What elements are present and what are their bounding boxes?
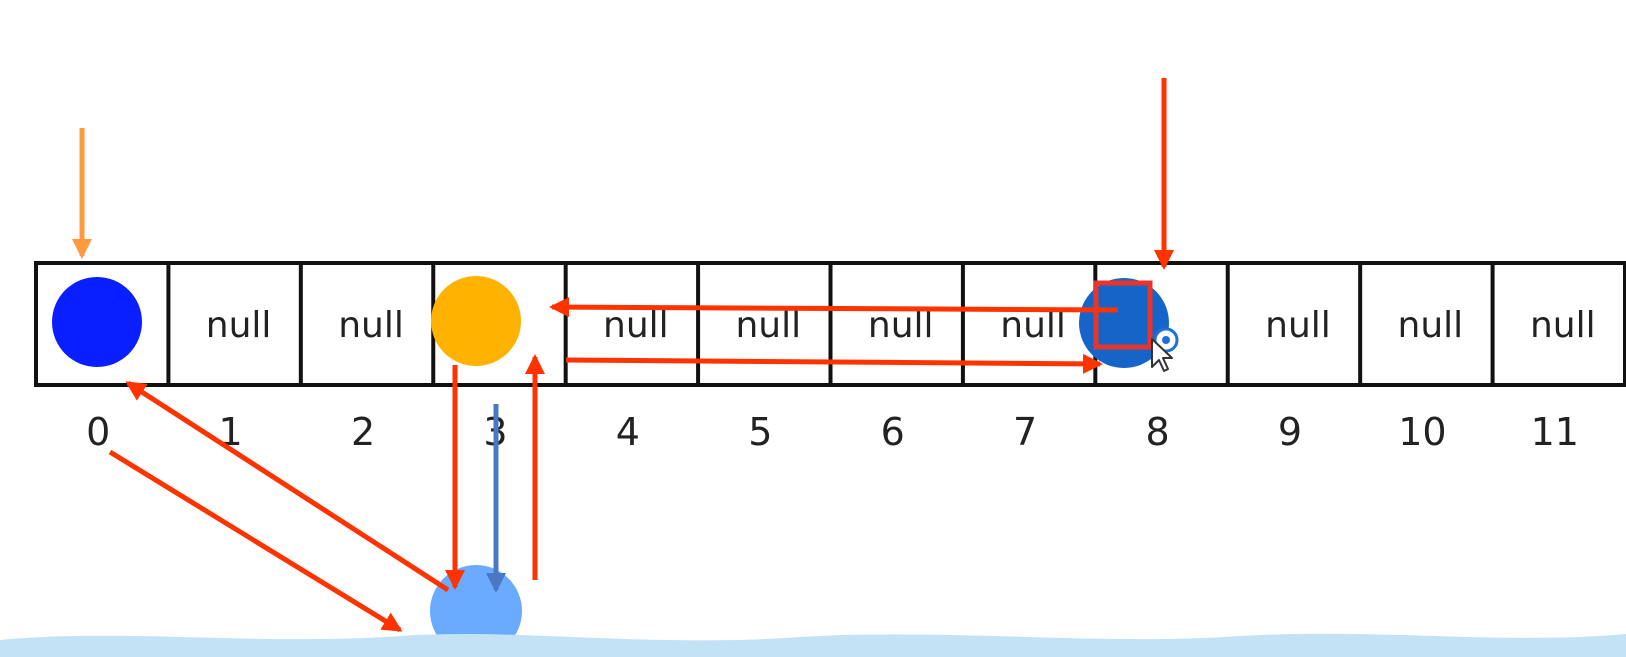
cell-value-5: null xyxy=(735,305,801,346)
cell-index-5: 5 xyxy=(748,410,772,454)
cell-index-2: 2 xyxy=(351,410,375,454)
cell-value-10: null xyxy=(1398,305,1464,346)
cell-value-4: null xyxy=(603,305,669,346)
cell-index-0: 0 xyxy=(86,410,110,454)
cell-value-1: null xyxy=(206,305,272,346)
cell-index-6: 6 xyxy=(881,410,905,454)
arrow-slot-3-to-slot-8 xyxy=(565,353,1103,374)
selection-box-icon xyxy=(1093,280,1153,350)
array-cells: 0null1null23null4null5null6null78null9nu… xyxy=(34,261,1626,454)
node-orange-slot-3 xyxy=(431,276,521,366)
cell-value-6: null xyxy=(868,305,934,346)
cell-index-10: 10 xyxy=(1398,410,1446,454)
cell-value-11: null xyxy=(1530,305,1596,346)
cell-index-11: 11 xyxy=(1531,410,1579,454)
arrow-new-node-to-slot-0 xyxy=(125,380,450,593)
node-dark-blue-slot-0 xyxy=(52,277,142,367)
arrow-slot-0-to-new-node xyxy=(108,449,403,633)
arrow-slot-8-to-slot-3 xyxy=(549,297,1119,318)
cell-index-8: 8 xyxy=(1145,410,1169,454)
cell-index-4: 4 xyxy=(616,410,640,454)
cell-index-9: 9 xyxy=(1278,410,1302,454)
wave-strip xyxy=(0,633,1626,657)
cell-value-2: null xyxy=(338,305,404,346)
pointer-cursor-icon xyxy=(1151,327,1179,372)
cell-index-7: 7 xyxy=(1013,410,1037,454)
cell-value-9: null xyxy=(1265,305,1331,346)
